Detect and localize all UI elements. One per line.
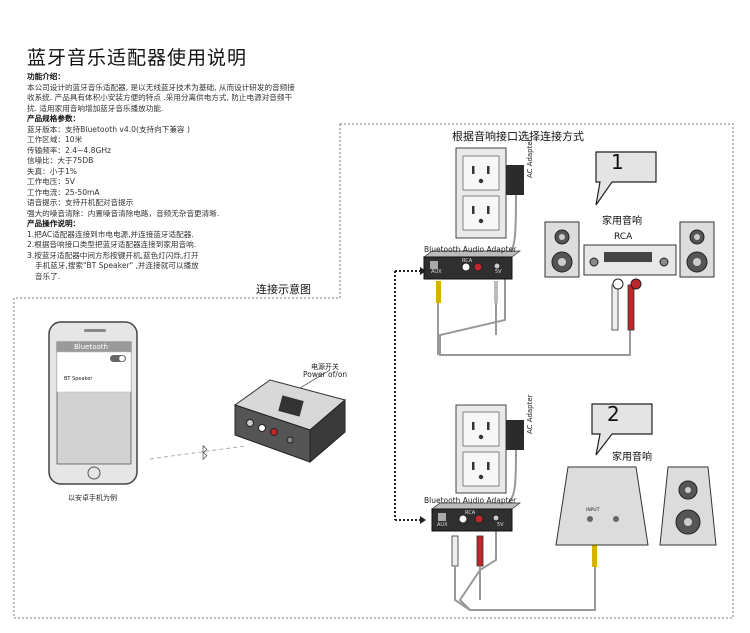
phone-bluetooth-title: Bluetooth <box>74 343 108 351</box>
ops-item: 音乐了. <box>35 271 61 281</box>
function-text: 本公司设计的蓝牙音乐适配器, 是以无线蓝牙技术为基础, 从而设计研发的音频接收系… <box>27 82 295 113</box>
spec-item: 信噪比：大于75DB <box>27 156 94 165</box>
dotted-frame <box>13 123 734 619</box>
cables-1 <box>436 281 635 355</box>
cables-2 <box>451 535 597 611</box>
arrow-head-bottom <box>420 516 426 524</box>
number-box-2 <box>591 403 653 456</box>
speaker-1-label: 家用音响 <box>602 216 642 227</box>
adapter-label-1: Bluetooth Audio Adapter <box>424 245 517 254</box>
number-box-1 <box>595 151 657 206</box>
spec-item: 蓝牙版本：支持Bluetooth v4.0(支持向下兼容 ) <box>27 124 190 134</box>
spec-item: 失真：小于1% <box>27 166 78 176</box>
ops-item: 1.把AC适配器连接到市电电源,并连接蓝牙适配器. <box>27 229 194 239</box>
port-rca-2: RCA <box>465 510 476 516</box>
adapter-2 <box>430 502 522 532</box>
spec-item: 语音提示：支持开机配对音提示 <box>27 198 134 207</box>
adapter-label-2: Bluetooth Audio Adapter <box>424 496 517 505</box>
number-2: 2 <box>607 402 620 426</box>
arrow-head-top <box>420 267 426 275</box>
phone-device-name: BT Speaker <box>64 376 93 382</box>
ac-adapter-plug-1 <box>439 165 631 356</box>
speaker-2-input: INPUT <box>586 508 600 513</box>
power-label-en: Power of/on <box>303 370 348 379</box>
ops-item: 2.根据音响接口类型把蓝牙适配器连接到家用音响. <box>27 240 197 249</box>
ac-adapter-plug-2 <box>458 420 596 611</box>
outlet-1 <box>455 147 507 239</box>
spec-item: 传输频率：2.4~4.8GHz <box>27 145 112 155</box>
outlet-2 <box>455 404 507 494</box>
spec-item: 工作区域：10米 <box>27 135 83 144</box>
bluetooth-link <box>149 445 246 460</box>
ops-heading: 产品操作说明： <box>27 219 81 228</box>
adapter-product <box>233 369 347 464</box>
function-heading: 功能介绍： <box>27 72 65 81</box>
phone-illustration <box>48 321 138 485</box>
ops-item: 手机蓝牙,搜索"BT Speaker" ,并连接就可以播放 <box>35 261 199 270</box>
intro-text: 功能介绍： 本公司设计的蓝牙音乐适配器, 是以无线蓝牙技术为基础, 从而设计研发… <box>27 72 297 282</box>
hifi-system-1 <box>544 221 715 290</box>
select-caption: 根据音响接口选择连接方式 <box>452 130 584 143</box>
port-aux-2: AUX <box>437 522 448 528</box>
page-title: 蓝牙音乐适配器使用说明 <box>27 47 248 69</box>
connection-caption: 连接示意图 <box>256 283 311 296</box>
speaker-1-rca: RCA <box>614 232 633 242</box>
adapter-1 <box>422 250 522 280</box>
spec-item: 工作电压：5V <box>27 177 75 186</box>
power-label-cn: 电源开关 <box>311 363 339 371</box>
ops-item: 3.按蓝牙适配器中间方形按键开机,蓝色灯闪烁,打开 <box>27 250 199 260</box>
port-rca-1: RCA <box>462 258 473 264</box>
speakers-2 <box>555 466 717 546</box>
bluetooth-icon: ᛒ <box>200 443 210 462</box>
ac-adapter-label-2: AC Adapter <box>526 394 534 434</box>
spec-item: 强大的噪音清除：内置噪音清除电路，音频无杂音更清晰. <box>27 208 220 218</box>
spec-heading: 产品规格参数： <box>27 114 81 123</box>
spec-item: 工作电流：25-50mA <box>27 187 100 197</box>
port-aux-1: AUX <box>431 269 442 275</box>
ac-adapter-label-1: AC Adapter <box>526 138 534 178</box>
port-5v-2: 5V <box>497 522 504 528</box>
number-1: 1 <box>611 150 624 174</box>
speaker-2-label: 家用音响 <box>612 452 652 463</box>
dotted-arrows <box>394 270 420 521</box>
phone-caption: 以安卓手机为例 <box>68 494 117 502</box>
port-5v-1: 5V <box>495 269 502 275</box>
